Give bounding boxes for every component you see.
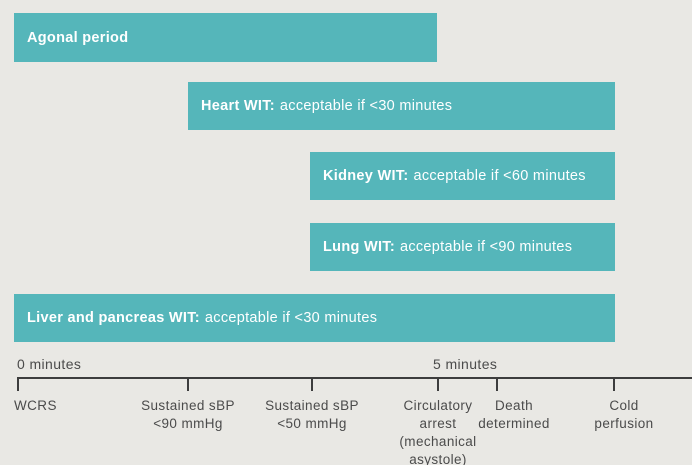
- axis-tick-circulatory-arrest: [437, 377, 439, 391]
- axis-label-death-determined: Death determined: [478, 398, 550, 431]
- timeline-axis-line: [17, 377, 692, 379]
- bar-kidney-wit: Kidney WIT: acceptable if <60 minutes: [310, 152, 615, 200]
- bar-lung-wit: Lung WIT: acceptable if <90 minutes: [310, 223, 615, 271]
- bar-label: Kidney WIT:: [323, 168, 409, 184]
- time-label-5-minutes: 5 minutes: [433, 356, 498, 372]
- axis-label-sbp90: Sustained sBP <90 mmHg: [141, 398, 235, 431]
- bar-detail: acceptable if <60 minutes: [413, 168, 586, 184]
- axis-tick-wcrs: [17, 377, 19, 391]
- axis-tick-sbp50: [311, 377, 313, 391]
- bar-detail: acceptable if <30 minutes: [204, 310, 378, 326]
- axis-label-circulatory-arrest: Circulatory arrest (mechanical asystole): [399, 398, 477, 465]
- bar-label: Agonal period: [27, 29, 129, 46]
- bar-heart-wit: Heart WIT: acceptable if <30 minutes: [188, 82, 615, 130]
- bar-label: Heart WIT:: [201, 98, 275, 114]
- bar-liver-pancreas-wit: Liver and pancreas WIT: acceptable if <3…: [14, 294, 615, 342]
- bar-agonal-period: Agonal period: [14, 13, 437, 62]
- axis-tick-cold-perfusion: [613, 377, 615, 391]
- bar-label: Lung WIT:: [323, 239, 395, 255]
- axis-label-wcrs: WCRS: [14, 398, 57, 413]
- time-label-0-minutes: 0 minutes: [17, 356, 82, 372]
- axis-label-sbp50: Sustained sBP <50 mmHg: [265, 398, 359, 431]
- axis-label-cold-perfusion: Cold perfusion: [594, 398, 654, 431]
- bar-label: Liver and pancreas WIT:: [27, 310, 200, 326]
- axis-tick-death-determined: [496, 377, 498, 391]
- bar-detail: acceptable if <30 minutes: [279, 98, 453, 114]
- bar-detail: acceptable if <90 minutes: [399, 239, 573, 255]
- axis-tick-sbp90: [187, 377, 189, 391]
